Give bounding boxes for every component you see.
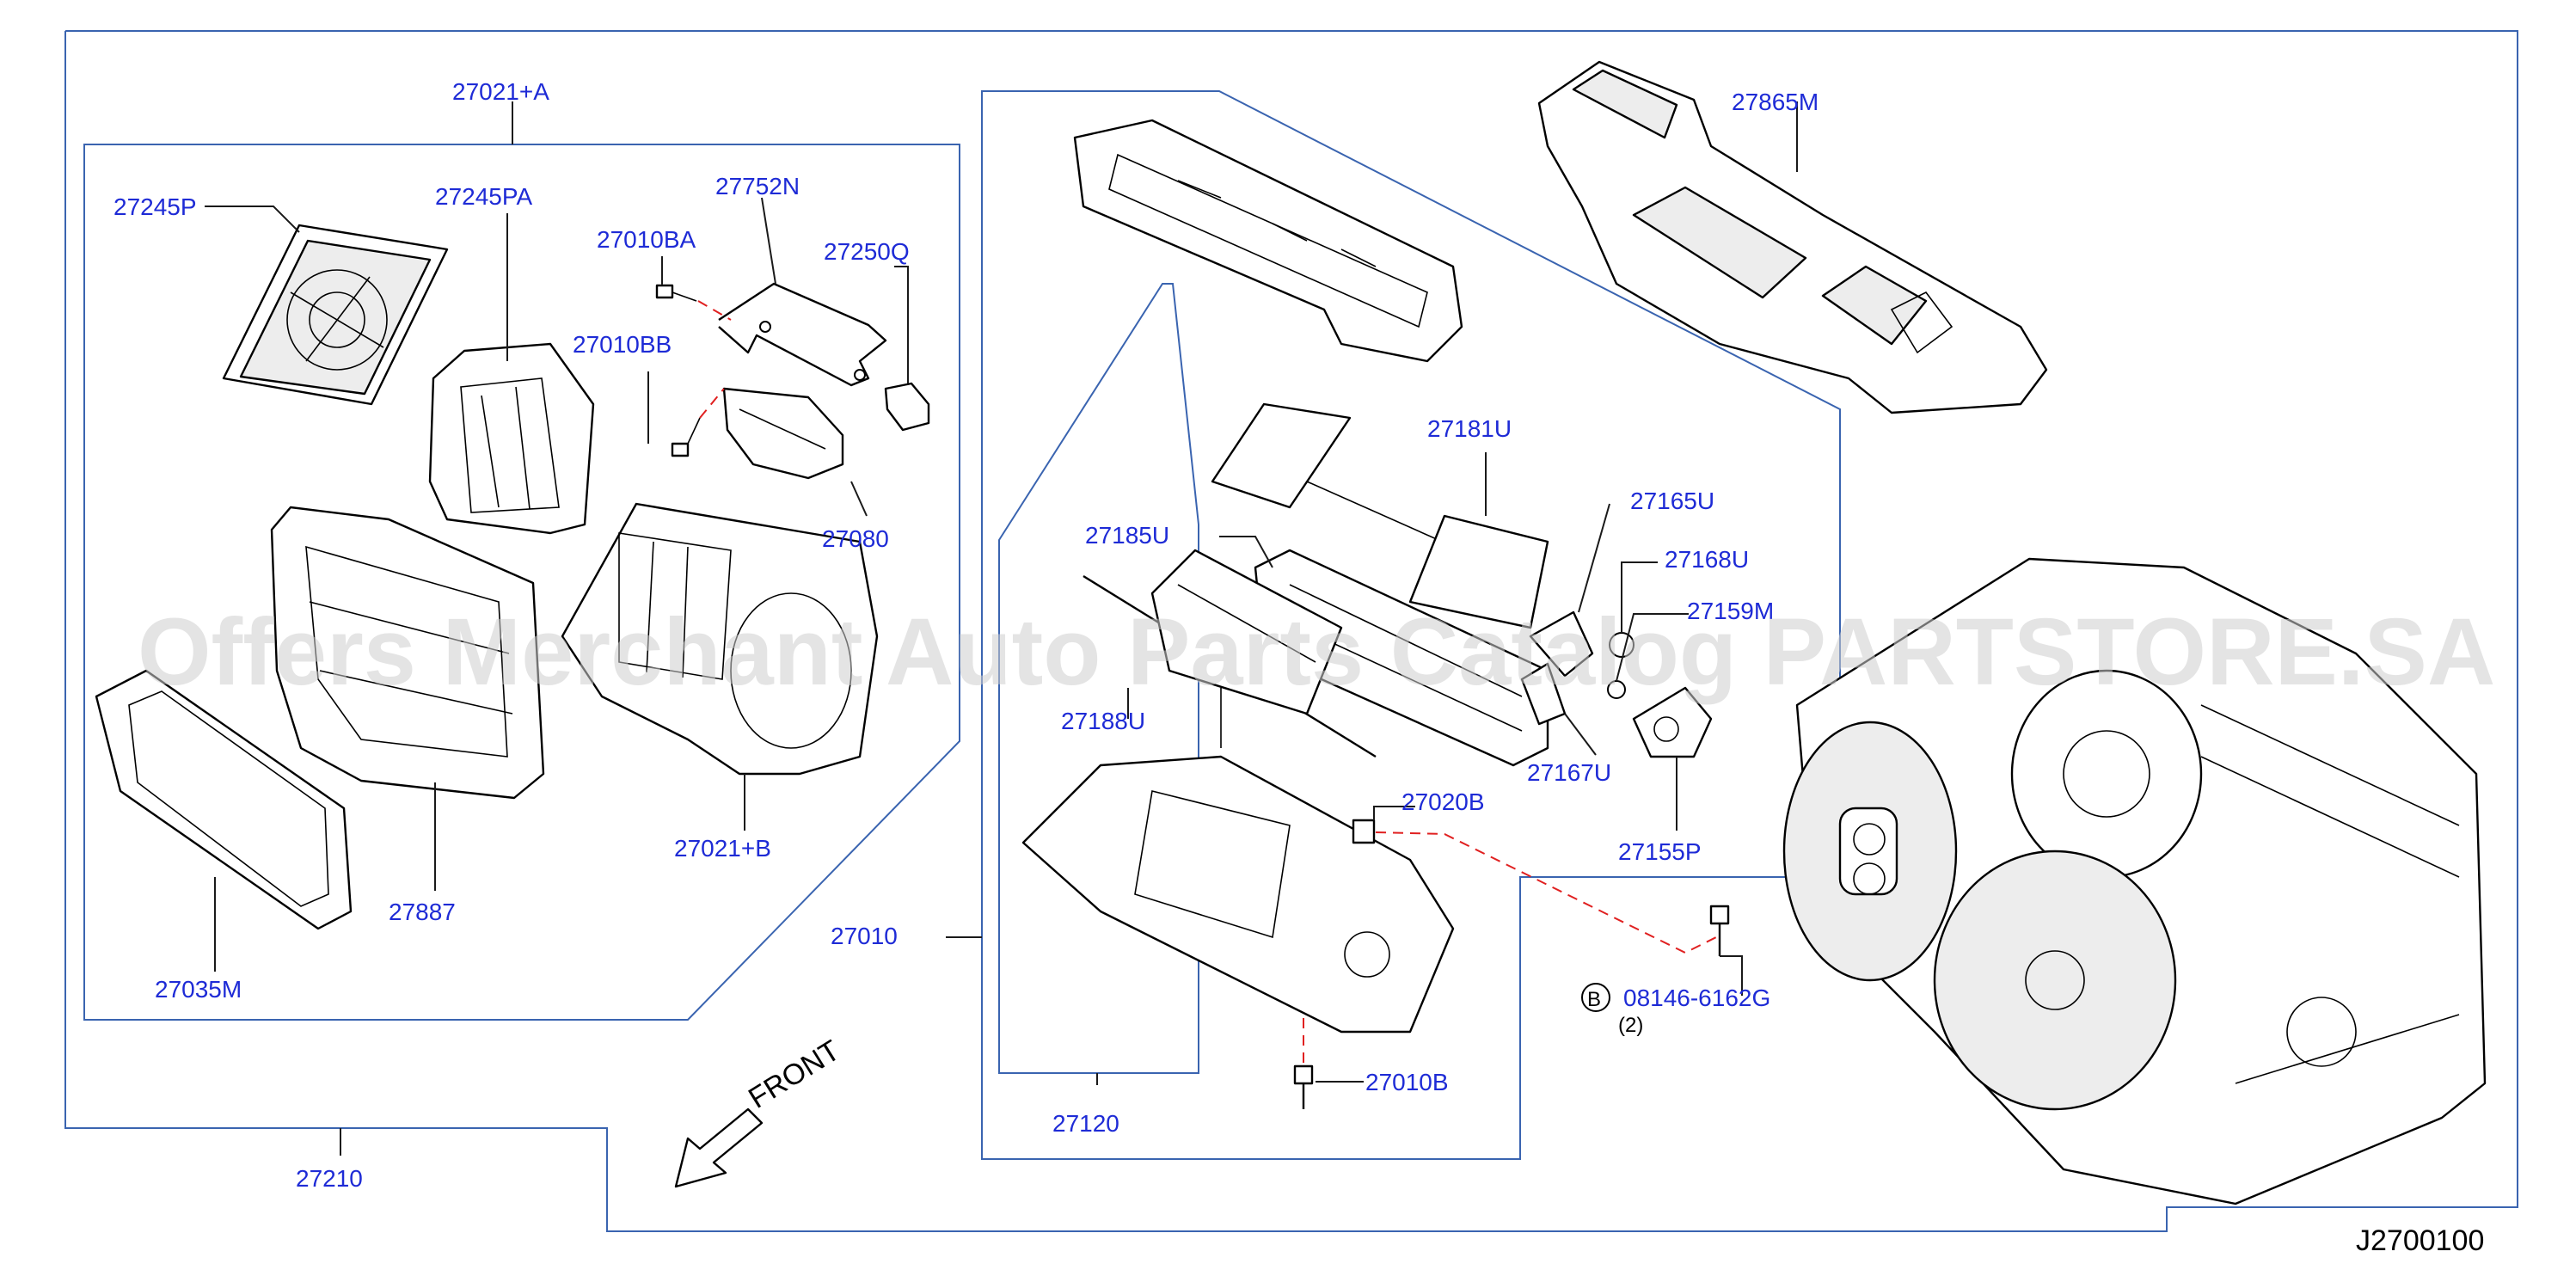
part-27010ba-screw (655, 284, 697, 302)
label-27165u: 27165U (1630, 488, 1714, 514)
link-27010ba (697, 300, 732, 321)
part-08146-bolt (1709, 905, 1730, 956)
label-27752n: 27752N (715, 173, 800, 199)
label-27010bb: 27010BB (573, 331, 672, 358)
front-label: FRONT (743, 1034, 845, 1115)
boundary-27010 (981, 90, 1841, 1160)
label-27210: 27210 (296, 1165, 363, 1192)
label-27245p: 27245P (113, 193, 197, 220)
label-27021a: 27021+A (452, 78, 549, 105)
label-27887: 27887 (389, 899, 456, 925)
label-27167u: 27167U (1527, 759, 1611, 786)
part-27010bb-screw (671, 417, 701, 457)
label-27159m: 27159M (1687, 598, 1774, 624)
bolt-qty: (2) (1618, 1014, 1643, 1037)
link-27010bb (699, 388, 725, 419)
label-27080: 27080 (822, 525, 889, 552)
link-27020b-bolt (1375, 831, 1720, 954)
part-27120-lower-case (1021, 688, 1455, 1034)
label-27245pa: 27245PA (435, 183, 532, 210)
label-27035m: 27035M (155, 976, 242, 1003)
diagram-ref: J2700100 (2356, 1224, 2484, 1257)
bolt-symbol-circle (1581, 983, 1610, 1012)
bolt-symbol-letter: B (1587, 988, 1601, 1011)
front-arrow (674, 1107, 764, 1188)
part-27865m-duct (1537, 60, 2048, 414)
part-27010-upper-case (1073, 119, 1463, 363)
leader-lines (205, 101, 1798, 1156)
part-27752n-bracket (718, 282, 887, 387)
part-27188u-rod (1083, 549, 1377, 758)
label-08146-6162g: 08146-6162G (1623, 985, 1770, 1011)
part-27245pa-duct (428, 342, 595, 535)
label-27020b: 27020B (1401, 788, 1485, 815)
label-27120: 27120 (1052, 1110, 1119, 1137)
label-27010ba: 27010BA (597, 226, 696, 253)
part-27020b-clip (1352, 819, 1376, 844)
part-heater-unit-assembly (1782, 557, 2487, 1205)
part-27250q-clip (884, 382, 930, 432)
label-27010: 27010 (831, 923, 898, 949)
part-27021b-housing (561, 502, 879, 776)
part-27035m-filter (95, 669, 353, 930)
part-27155p-motor (1632, 686, 1713, 758)
label-27168u: 27168U (1665, 546, 1749, 573)
label-27865m: 27865M (1732, 89, 1819, 115)
label-27181u: 27181U (1427, 415, 1512, 442)
label-27250q: 27250Q (824, 238, 910, 265)
part-27245p-grille (222, 224, 449, 406)
part-27010b-screw (1293, 1064, 1314, 1109)
label-27010b: 27010B (1365, 1069, 1449, 1095)
part-27080-actuator (722, 387, 844, 480)
label-27021b: 27021+B (674, 835, 771, 862)
boundary-27021A (83, 144, 960, 1021)
label-27155p: 27155P (1618, 838, 1702, 865)
part-27887-frame (270, 506, 545, 800)
part-27165u-link (1529, 610, 1594, 678)
watermark: Offers Merchant Auto Parts Catalog PARTS… (138, 599, 2495, 705)
part-27181u-door (1211, 402, 1549, 629)
boundary-27120 (998, 283, 1199, 1074)
label-27185u: 27185U (1085, 522, 1169, 549)
label-27188u: 27188U (1061, 708, 1145, 734)
boundary-27210 (64, 30, 2518, 1232)
